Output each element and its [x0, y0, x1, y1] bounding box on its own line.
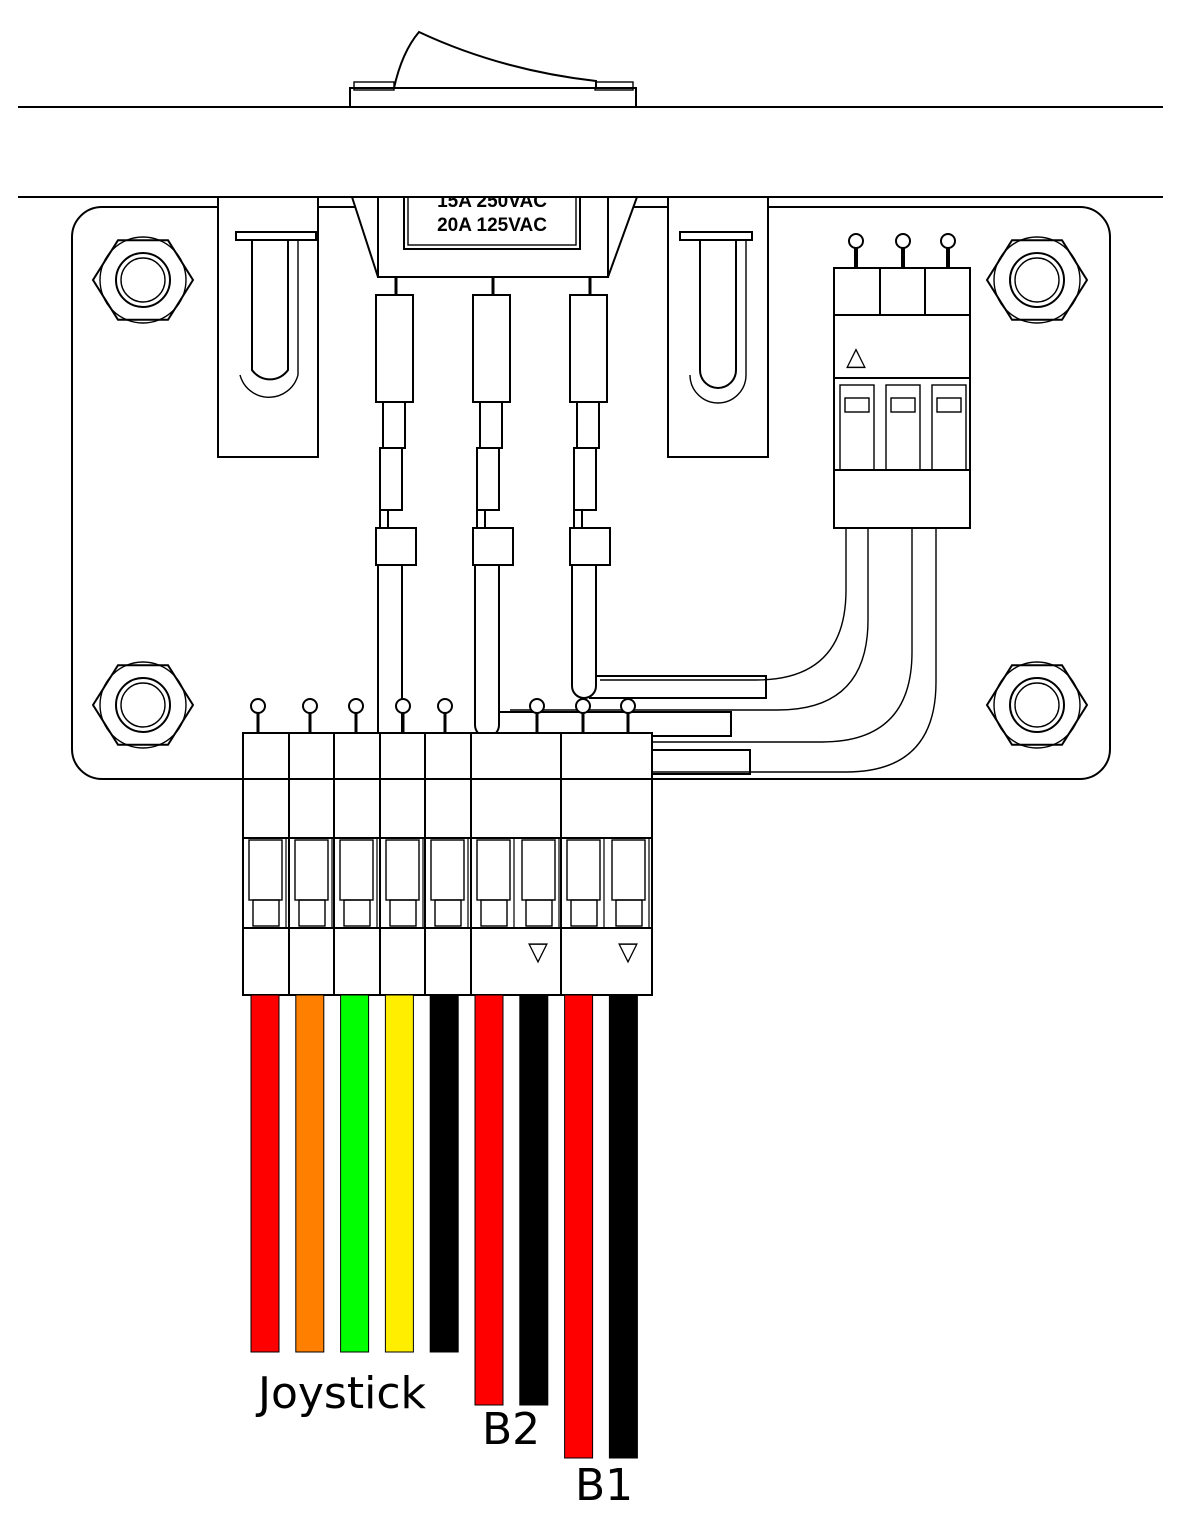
rocker-switch-actuator [349, 30, 637, 108]
hex-nut-icon [91, 661, 195, 749]
bottom-connector: ▽▽ [242, 698, 653, 996]
hex-nut-icon [985, 236, 1089, 324]
rocker-switch-body: 15A 250VAC 20A 125VAC [350, 191, 639, 278]
wire-joystick [384, 994, 414, 1353]
wire-b1 [564, 994, 594, 1459]
wire-joystick [250, 994, 280, 1353]
pin-icon [529, 698, 545, 714]
pin-icon [395, 698, 411, 714]
b1-label: B1 [575, 1460, 633, 1511]
wire-joystick [295, 994, 325, 1353]
switch-terminal [375, 277, 417, 774]
pin-icon [250, 698, 266, 714]
pin-icon [348, 698, 364, 714]
down-triangle-icon: ▽ [618, 937, 638, 967]
wire-b2 [474, 994, 504, 1406]
switch-terminal [569, 277, 611, 699]
right-connector-body: △ [833, 233, 971, 529]
joystick-label: Joystick [255, 1368, 427, 1419]
right-connector: △ [400, 233, 971, 773]
wire-joystick [340, 994, 370, 1353]
wire-b1 [608, 994, 638, 1459]
left-bracket [217, 196, 319, 458]
switch-rating-2: 20A 125VAC [437, 215, 547, 236]
down-triangle-icon: ▽ [528, 937, 548, 967]
pin-icon [895, 233, 911, 249]
right-bracket [667, 196, 769, 458]
pin-icon [940, 233, 956, 249]
wires [250, 994, 638, 1459]
nuts [91, 236, 1089, 749]
pin-icon [437, 698, 453, 714]
hex-nut-icon [91, 236, 195, 324]
pin-icon [620, 698, 636, 714]
right-connector-wires [400, 528, 937, 773]
pin-icon [302, 698, 318, 714]
up-triangle-icon: △ [846, 342, 866, 372]
wire-joystick [429, 994, 459, 1353]
bottom-connector-body [242, 732, 653, 996]
wire-b2 [519, 994, 549, 1406]
hex-nut-icon [985, 661, 1089, 749]
switch-terminal [472, 277, 514, 738]
pin-icon [575, 698, 591, 714]
pin-icon [848, 233, 864, 249]
b2-label: B2 [482, 1404, 540, 1455]
